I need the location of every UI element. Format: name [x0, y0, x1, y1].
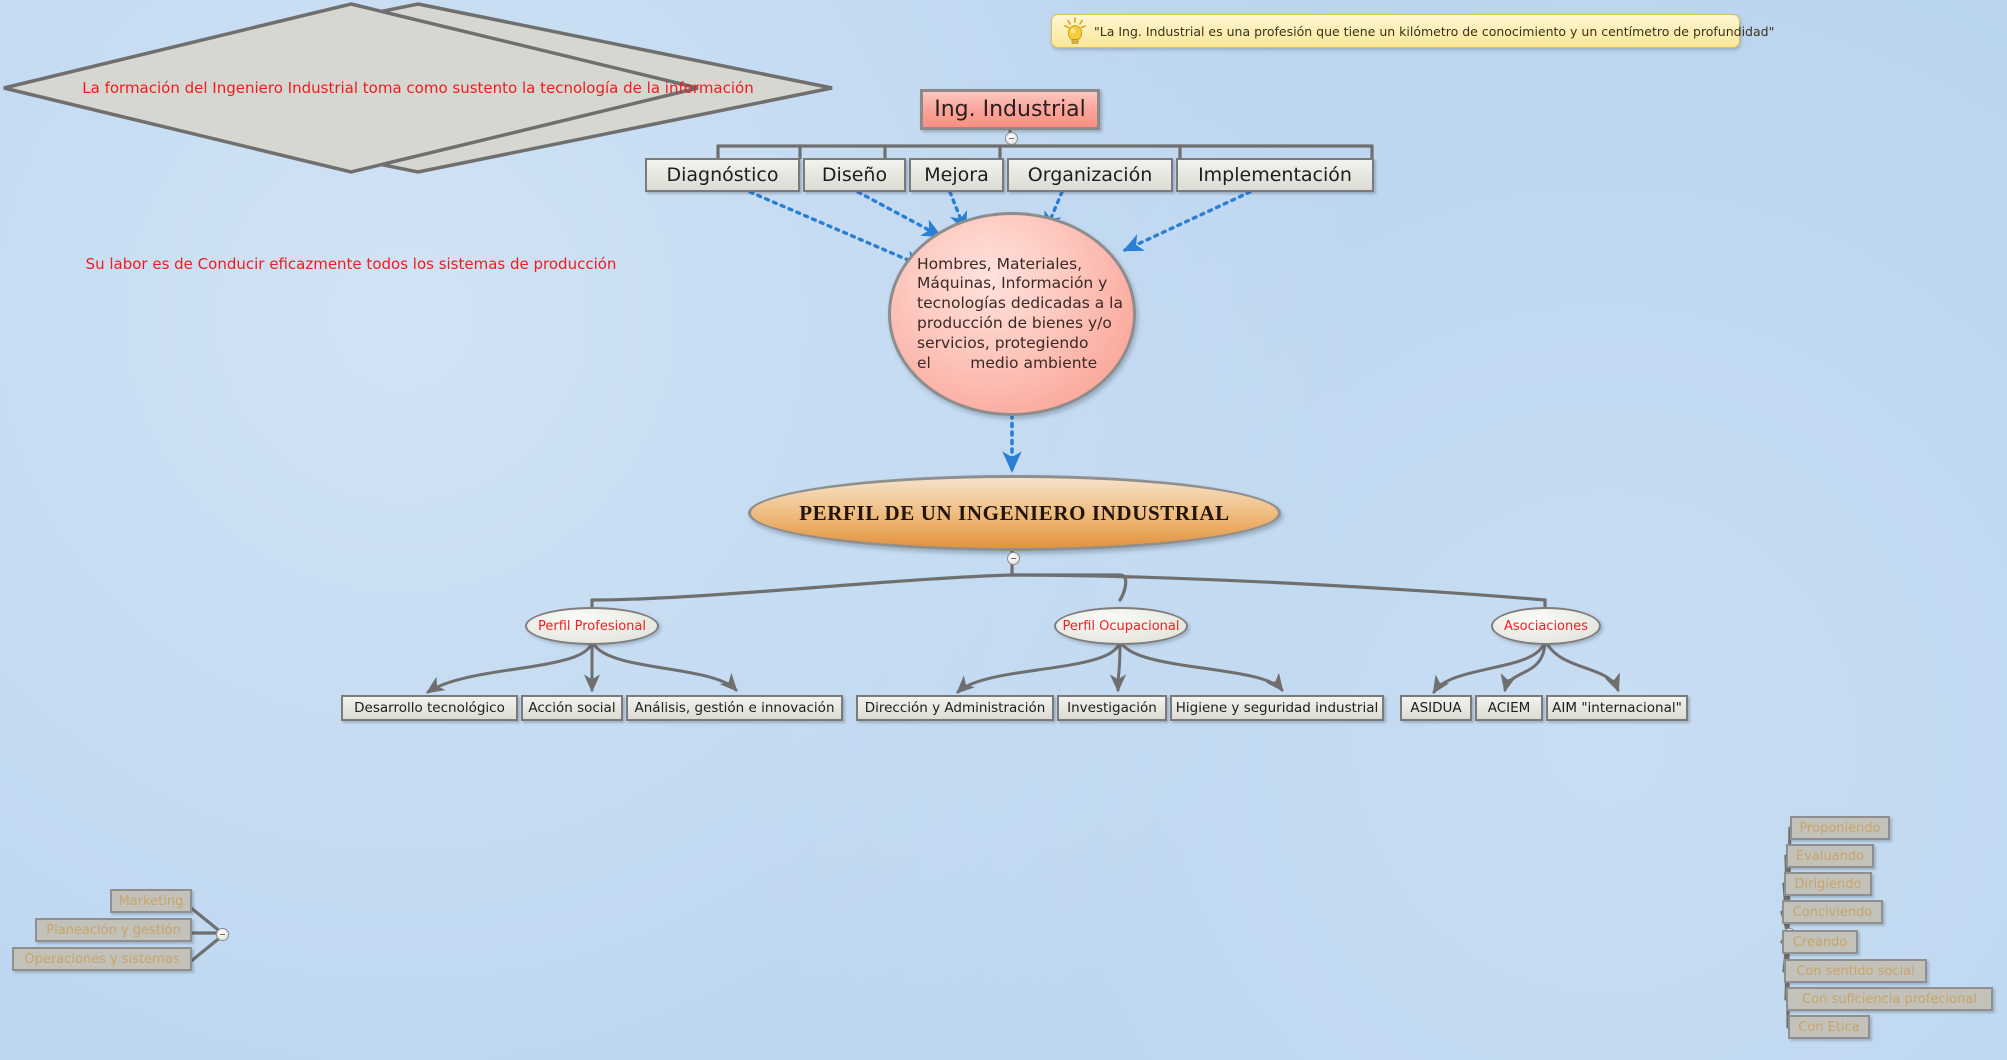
label-text: Con Etica — [1798, 1019, 1860, 1035]
node-definition-text: Hombres, Materiales, Máquinas, Informaci… — [891, 255, 1123, 374]
label-text: Conciviendo — [1792, 904, 1873, 920]
node-phase-label: Implementación — [1198, 164, 1352, 186]
node-branch-label: Perfil Profesional — [537, 618, 646, 634]
label-evaluando[interactable]: Evaluando — [1786, 844, 1874, 868]
label-con-sentido-social[interactable]: Con sentido social — [1784, 959, 1927, 983]
node-leaf-desarrollo-tecnologico[interactable]: Desarrollo tecnológico — [341, 695, 518, 721]
node-leaf-aciem[interactable]: ACIEM — [1475, 695, 1543, 721]
node-leaf-analisis-gestion-innovacion[interactable]: Análisis, gestión e innovación — [626, 695, 843, 721]
node-root[interactable]: Ing. Industrial — [920, 89, 1100, 130]
label-operaciones-sistemas[interactable]: Operaciones y sistemas — [12, 947, 192, 971]
node-leaf-label: ASIDUA — [1410, 700, 1462, 716]
statement-right-text: Su labor es de Conducir eficazmente todo… — [85, 255, 617, 273]
collapse-handle-left-statement[interactable] — [216, 928, 229, 941]
node-phase-label: Diagnóstico — [666, 164, 779, 186]
label-conciviendo[interactable]: Conciviendo — [1782, 900, 1883, 924]
label-con-etica[interactable]: Con Etica — [1788, 1015, 1870, 1039]
node-leaf-label: Análisis, gestión e innovación — [634, 700, 835, 716]
node-leaf-label: Investigación — [1067, 700, 1157, 716]
label-marketing[interactable]: Marketing — [110, 889, 192, 913]
definition-line: producción de bienes y/o — [917, 314, 1112, 332]
label-planeacion-gestion[interactable]: Planeación y gestión — [35, 918, 192, 942]
collapse-handle-root[interactable] — [1005, 132, 1018, 145]
node-leaf-asidua[interactable]: ASIDUA — [1400, 695, 1472, 721]
node-leaf-label: Higiene y seguridad industrial — [1175, 700, 1379, 716]
tooltip-note: "La Ing. Industrial es una profesión que… — [1051, 14, 1774, 48]
label-con-suficiencia-profecional[interactable]: Con suficiencia profecional — [1786, 987, 1993, 1011]
label-text: Con suficiencia profecional — [1802, 991, 1977, 1007]
node-branch-label: Asociaciones — [1503, 618, 1589, 634]
lightbulb-icon — [1064, 17, 1086, 44]
label-text: Planeación y gestión — [46, 922, 181, 938]
label-text: Operaciones y sistemas — [24, 951, 180, 967]
definition-line: servicios, protegiendo — [917, 333, 1089, 352]
node-leaf-higiene-seguridad[interactable]: Higiene y seguridad industrial — [1170, 695, 1384, 721]
node-leaf-aim-internacional[interactable]: AIM "internacional" — [1546, 695, 1688, 721]
node-phase-diseno[interactable]: Diseño — [803, 158, 906, 192]
label-dirigiendo[interactable]: Dirigiendo — [1784, 872, 1872, 896]
definition-line: el medio ambiente — [917, 353, 1098, 372]
node-leaf-direccion-administracion[interactable]: Dirección y Administración — [856, 695, 1054, 721]
label-proponiendo[interactable]: Proponiendo — [1790, 816, 1890, 840]
node-branch-asociaciones[interactable]: Asociaciones — [1491, 607, 1601, 645]
label-creando[interactable]: Creando — [1782, 930, 1858, 954]
node-branch-label: Perfil Ocupacional — [1062, 618, 1180, 634]
label-text: Marketing — [118, 893, 184, 909]
tooltip-note-text: "La Ing. Industrial es una profesión que… — [1094, 23, 1775, 39]
node-leaf-label: Desarrollo tecnológico — [354, 700, 505, 716]
label-text: Creando — [1792, 934, 1848, 950]
node-profile-title-label: PERFIL DE UN INGENIERO INDUSTRIAL — [799, 500, 1230, 525]
node-leaf-label: Acción social — [528, 700, 616, 716]
node-profile-title[interactable]: PERFIL DE UN INGENIERO INDUSTRIAL — [748, 475, 1281, 551]
label-text: Dirigiendo — [1794, 876, 1862, 892]
node-leaf-label: Dirección y Administración — [864, 700, 1046, 716]
node-leaf-label: ACIEM — [1487, 700, 1531, 716]
label-text: Evaluando — [1795, 848, 1865, 864]
node-phase-organizacion[interactable]: Organización — [1007, 158, 1173, 192]
statement-right[interactable]: Su labor es de Conducir eficazmente todo… — [0, 2, 702, 352]
definition-line: tecnologías dedicadas a la — [917, 294, 1123, 313]
node-leaf-investigacion[interactable]: Investigación — [1057, 695, 1167, 721]
node-leaf-accion-social[interactable]: Acción social — [521, 695, 623, 721]
diamond-shape-right — [3, 2, 699, 174]
collapse-handle-profile[interactable] — [1007, 552, 1020, 565]
node-phase-label: Organización — [1027, 164, 1153, 186]
node-phase-label: Mejora — [924, 164, 989, 186]
node-branch-perfil-profesional[interactable]: Perfil Profesional — [525, 607, 659, 645]
node-definition[interactable]: Hombres, Materiales, Máquinas, Informaci… — [888, 212, 1136, 416]
node-branch-perfil-ocupacional[interactable]: Perfil Ocupacional — [1054, 607, 1188, 645]
definition-line: Hombres, Materiales, — [917, 254, 1083, 273]
definition-line: Máquinas, Información y — [917, 274, 1108, 293]
label-text: Proponiendo — [1799, 820, 1881, 836]
node-phase-label: Diseño — [821, 164, 888, 186]
node-root-label: Ing. Industrial — [934, 97, 1086, 122]
statement-left-text: La formación del Ingeniero Industrial to… — [82, 79, 754, 97]
label-text: Con sentido social — [1796, 963, 1915, 979]
node-leaf-label: AIM "internacional" — [1552, 700, 1682, 716]
node-phase-mejora[interactable]: Mejora — [909, 158, 1004, 192]
node-phase-implementacion[interactable]: Implementación — [1176, 158, 1374, 192]
node-phase-diagnostico[interactable]: Diagnóstico — [645, 158, 800, 192]
